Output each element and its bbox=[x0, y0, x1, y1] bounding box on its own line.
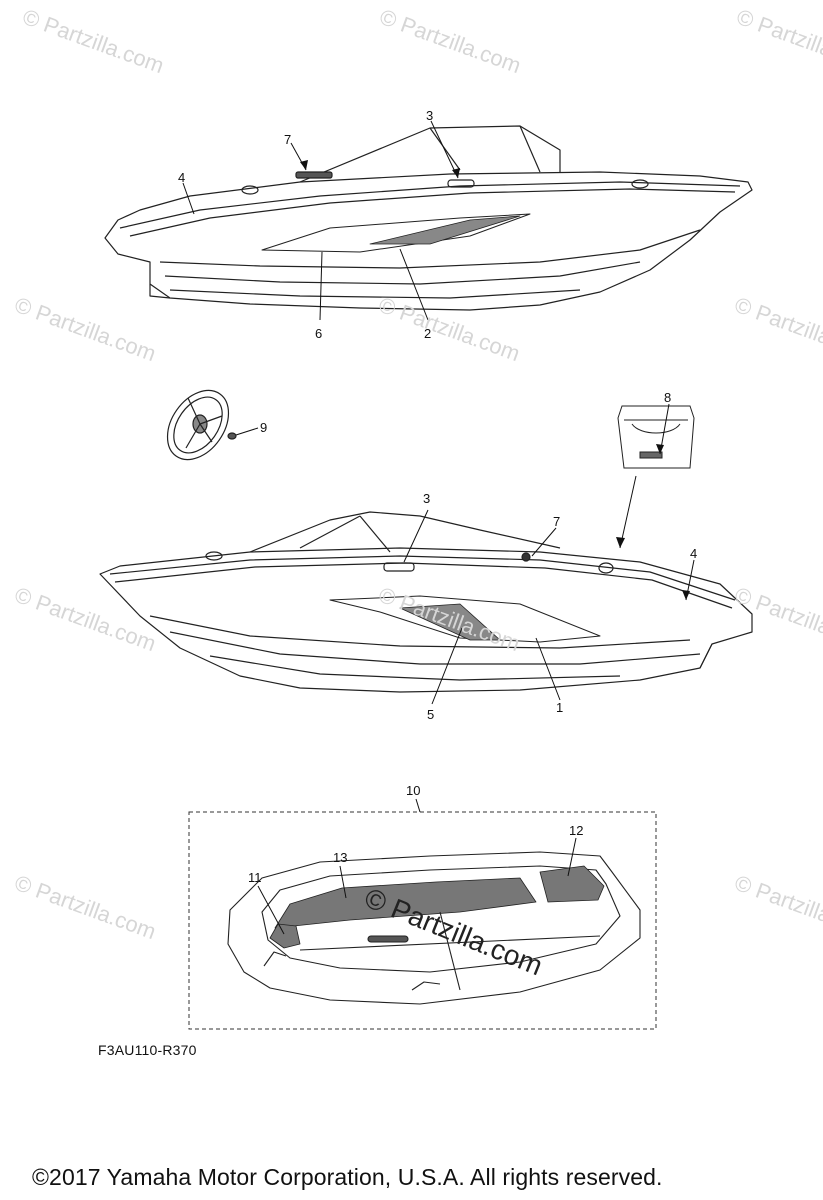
diagram-code: F3AU110-R370 bbox=[98, 1042, 197, 1058]
callouts-wheel: 9 bbox=[260, 420, 267, 435]
leader-lines bbox=[182, 120, 695, 935]
callout-2: 2 bbox=[424, 326, 431, 341]
callout-7: 7 bbox=[284, 132, 291, 147]
inset-detail bbox=[617, 405, 695, 469]
callout-4-bottom: 4 bbox=[690, 546, 697, 561]
callout-12: 12 bbox=[569, 823, 583, 838]
callout-5: 5 bbox=[427, 707, 434, 722]
callout-11: 11 bbox=[248, 870, 262, 885]
boat-bottom-view bbox=[99, 511, 753, 693]
mat-kit bbox=[227, 851, 641, 1005]
callout-7-bottom: 7 bbox=[553, 514, 560, 529]
callouts-mat-kit: 10 13 12 11 bbox=[248, 783, 583, 885]
callout-4: 4 bbox=[178, 170, 185, 185]
steering-wheel bbox=[166, 389, 237, 461]
callout-13: 13 bbox=[333, 850, 347, 865]
callout-1: 1 bbox=[556, 700, 563, 715]
callouts-inset: 8 bbox=[664, 390, 671, 405]
arrowheads bbox=[300, 160, 690, 600]
callout-8: 8 bbox=[664, 390, 671, 405]
callout-9: 9 bbox=[260, 420, 267, 435]
callouts-top: 7 3 4 6 2 bbox=[178, 108, 433, 341]
callout-6: 6 bbox=[315, 326, 322, 341]
copyright-footer: ©2017 Yamaha Motor Corporation, U.S.A. A… bbox=[32, 1164, 663, 1190]
callout-3: 3 bbox=[426, 108, 433, 123]
boat-top-view bbox=[104, 125, 753, 311]
callout-3-bottom: 3 bbox=[423, 491, 430, 506]
callout-10: 10 bbox=[406, 783, 420, 798]
mat-kit-box bbox=[188, 811, 657, 1030]
callouts-bottom: 3 7 4 5 1 bbox=[423, 491, 697, 722]
